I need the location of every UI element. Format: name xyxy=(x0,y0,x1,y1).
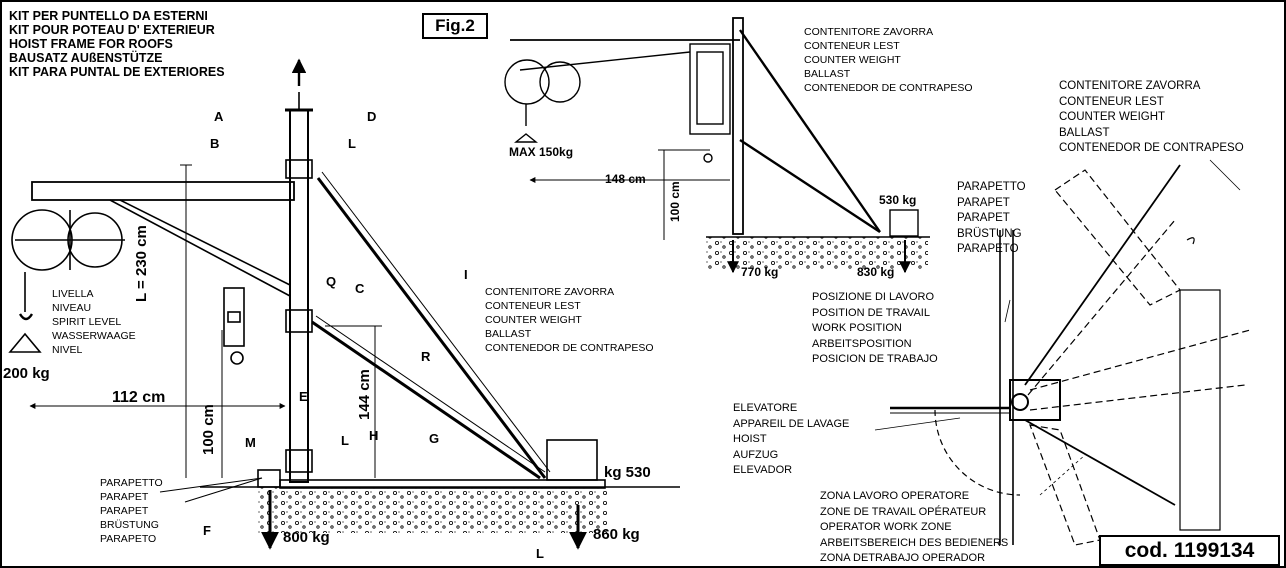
ballast-top-load: 530 kg xyxy=(879,193,917,207)
hoist-label: ELEVATORE APPAREIL DE LAVAGE HOIST AUFZU… xyxy=(733,402,850,477)
part-letter-i: I xyxy=(464,267,468,282)
parapet-right-label: PARAPETTO PARAPET PARAPET BRÜSTUNG PARAP… xyxy=(957,181,1026,256)
main-post xyxy=(289,109,309,483)
part-letter-q: Q xyxy=(326,274,337,289)
title-en: HOIST FRAME FOR ROOFS xyxy=(9,37,173,51)
part-letter-d: D xyxy=(367,109,377,124)
top-ballast-box xyxy=(889,209,919,237)
height-100-main-label: 100 cm xyxy=(200,404,217,455)
part-letter-m: M xyxy=(245,435,256,450)
post-base-clamp xyxy=(285,449,313,473)
spirit-level-label: LIVELLA NIVEAU SPIRIT LEVEL WASSERWAAGE … xyxy=(52,288,136,356)
ground-load-left-top: 770 kg xyxy=(741,265,779,279)
spirit-level xyxy=(223,287,245,347)
height-100-top-label: 100 cm xyxy=(668,181,682,222)
title-it: KIT PER PUNTELLO DA ESTERNI xyxy=(9,9,208,23)
brace-R xyxy=(311,320,541,480)
ground-gravel xyxy=(258,487,608,533)
height-total-label: L = 230 cm xyxy=(133,225,150,302)
ground-load-right-top: 830 kg xyxy=(857,265,895,279)
part-letter-g: G xyxy=(429,431,440,446)
top-hoist-figure xyxy=(504,17,930,274)
ground-load-right-main: 860 kg xyxy=(593,526,640,543)
hook-load-main: 200 kg xyxy=(3,365,50,382)
title-es: KIT PARA PUNTAL DE EXTERIORES xyxy=(9,65,225,79)
top-frame xyxy=(689,43,731,135)
main-hoist-figure xyxy=(8,58,680,550)
part-letter-e: E xyxy=(299,389,308,404)
counterweight-right-label: CONTENITORE ZAVORRA CONTENEUR LEST COUNT… xyxy=(1059,80,1244,155)
reach-main-label: 112 cm xyxy=(112,389,166,406)
part-letter-c: C xyxy=(355,281,365,296)
base-plate xyxy=(279,479,606,489)
ballast-main-load: kg 530 xyxy=(604,464,651,481)
work-zone-label: ZONA LAVORO OPERATORE ZONE DE TRAVAIL OP… xyxy=(820,490,1009,565)
kit-title: KIT PER PUNTELLO DA ESTERNI KIT POUR POT… xyxy=(9,10,225,80)
part-letter-l-mid: L xyxy=(341,433,349,448)
title-de: BAUSATZ AUßENSTÜTZE xyxy=(9,51,163,65)
ground-load-left-main: 800 kg xyxy=(283,529,330,546)
counterweight-top-label: CONTENITORE ZAVORRA CONTENEUR LEST COUNT… xyxy=(804,26,973,94)
counterweight-box xyxy=(546,439,598,481)
top-post xyxy=(732,17,744,235)
boom-arm xyxy=(31,181,295,201)
part-letter-l-top: L xyxy=(348,136,356,151)
part-letter-r: R xyxy=(421,349,431,364)
part-letter-l-bottom: L xyxy=(536,546,544,561)
hook-load xyxy=(8,332,42,353)
part-letter-f: F xyxy=(203,523,211,538)
part-letter-a: A xyxy=(214,109,224,124)
work-position-label: POSIZIONE DI LAVORO POSITION DE TRAVAIL … xyxy=(812,291,938,366)
part-letter-b: B xyxy=(210,136,220,151)
hook-load-top: MAX 150kg xyxy=(509,145,574,159)
parapet-main-label: PARAPETTO PARAPET PARAPET BRÜSTUNG PARAP… xyxy=(100,477,163,545)
brace-I xyxy=(316,177,547,479)
counterweight-main-label: CONTENITORE ZAVORRA CONTENEUR LEST COUNT… xyxy=(485,286,654,354)
code-label: cod. 1199134 xyxy=(1099,535,1280,566)
post-clamp xyxy=(285,309,313,333)
post-collar xyxy=(285,159,313,179)
reach-top-label: 148 cm xyxy=(605,172,646,186)
plan-view-figure xyxy=(874,159,1251,546)
boom-brace xyxy=(109,199,291,297)
height-144-label: 144 cm xyxy=(356,369,373,420)
plan-ballast xyxy=(1179,289,1221,531)
figure-label: Fig.2 xyxy=(422,13,488,39)
title-fr: KIT POUR POTEAU D' EXTERIEUR xyxy=(9,23,215,37)
part-letter-h: H xyxy=(369,428,379,443)
